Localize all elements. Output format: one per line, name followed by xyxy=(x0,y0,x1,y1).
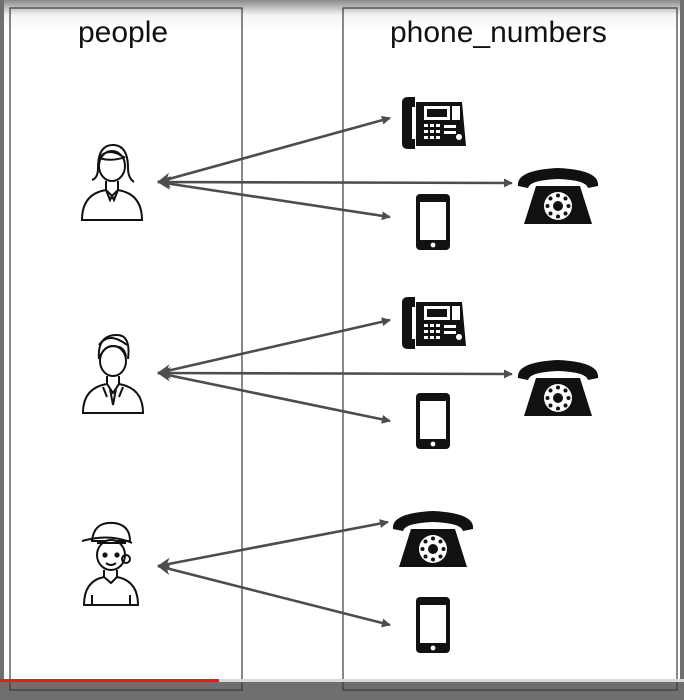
video-progress-bar[interactable] xyxy=(0,679,684,682)
woman-person-icon xyxy=(80,143,144,221)
phone-numbers-header: phone_numbers xyxy=(390,16,607,49)
connections xyxy=(157,115,513,628)
person-man xyxy=(81,333,145,414)
connection-arrow xyxy=(157,519,389,570)
person-boy xyxy=(81,521,140,606)
rotary-phone-icon xyxy=(517,168,599,224)
connection-arrow xyxy=(157,563,391,628)
phone-icons xyxy=(392,97,599,653)
rotary-phone-icon xyxy=(392,511,474,567)
mobile-phone-icon xyxy=(416,393,450,449)
mobile-phone-icon xyxy=(416,597,450,653)
rotary-phone-icon xyxy=(517,360,599,416)
top-fade xyxy=(4,0,680,30)
people-header: people xyxy=(78,16,169,49)
video-progress-fill xyxy=(0,679,219,682)
connection-arrow xyxy=(157,317,391,376)
person-woman xyxy=(80,143,144,221)
man-tie-person-icon xyxy=(81,333,145,414)
connection-arrow xyxy=(157,369,391,424)
connection-arrow xyxy=(157,178,391,221)
desk-phone-icon xyxy=(402,297,466,349)
panel-background xyxy=(4,4,680,682)
boy-cap-person-icon xyxy=(81,521,140,606)
connection-arrow xyxy=(157,176,513,189)
connection-arrow xyxy=(157,115,391,185)
connection-arrow xyxy=(157,367,513,380)
desk-phone-icon xyxy=(402,97,466,149)
mobile-phone-icon xyxy=(416,194,450,250)
